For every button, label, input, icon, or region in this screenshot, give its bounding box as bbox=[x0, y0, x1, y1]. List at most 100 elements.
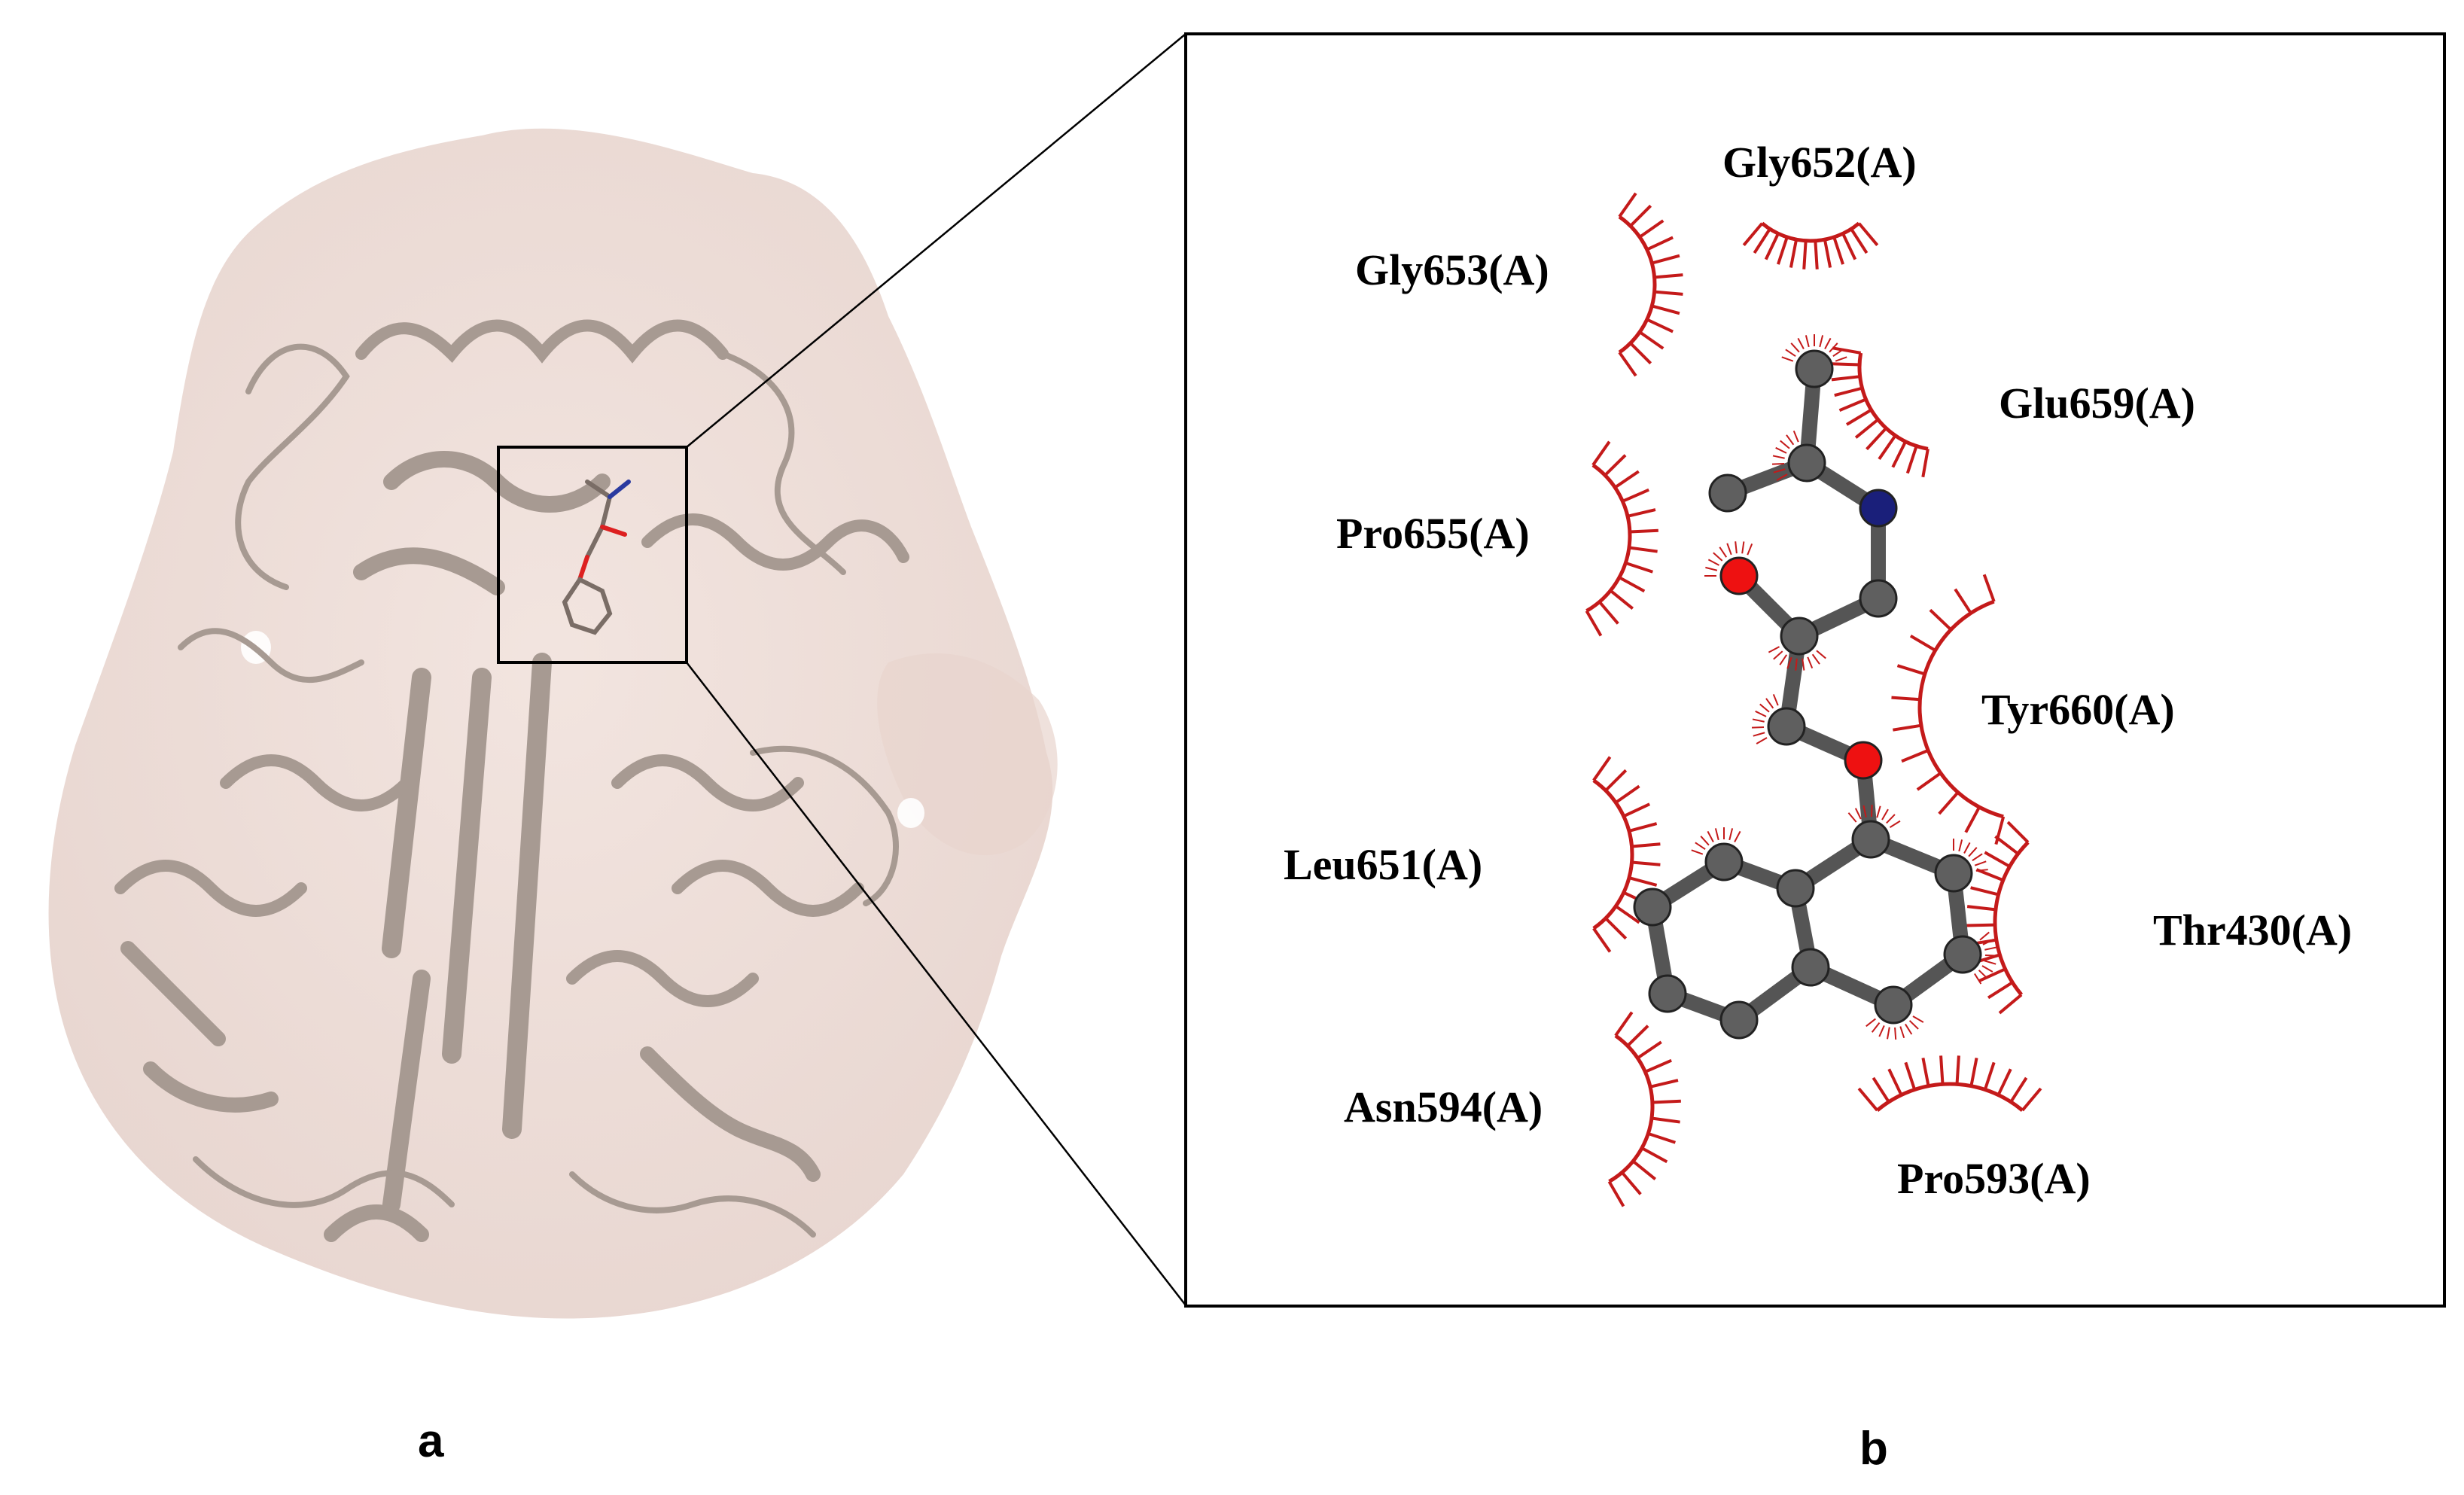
atom-contact-tick bbox=[1780, 440, 1790, 449]
protein-ribbons bbox=[114, 319, 909, 1242]
atom-contact-tick bbox=[1829, 343, 1838, 353]
atom-contact-tick bbox=[1795, 658, 1798, 671]
atom-contact-tick bbox=[1968, 847, 1978, 857]
carbon-atom bbox=[1776, 869, 1815, 908]
hydrophobic-arc-leu651 bbox=[1592, 756, 1661, 953]
oxygen-atom bbox=[1844, 741, 1883, 780]
atom-contact-tick bbox=[1889, 820, 1901, 828]
panel-label-a: a bbox=[418, 1415, 444, 1467]
atom-contact-tick bbox=[1984, 955, 1998, 957]
atom-contact-tick bbox=[1984, 946, 1997, 951]
carbon-atom bbox=[1780, 617, 1819, 656]
carbon-atom bbox=[1704, 842, 1744, 881]
atom-contact-tick bbox=[1792, 430, 1799, 443]
carbon-atom bbox=[1648, 974, 1687, 1013]
atom-contact-tick bbox=[1981, 965, 1993, 973]
atom-contact-tick bbox=[1785, 349, 1796, 358]
oxygen-atom bbox=[1719, 556, 1759, 595]
hydrophobic-arc-tyr660 bbox=[1891, 574, 2006, 845]
atom-contact-tick bbox=[1876, 805, 1881, 818]
carbon-atom bbox=[1874, 985, 1913, 1025]
atom-contact-tick bbox=[1802, 658, 1805, 671]
atom-contact-tick bbox=[1847, 812, 1857, 823]
atom-contact-tick bbox=[1866, 1018, 1876, 1028]
hydrophobic-arc-pro593 bbox=[1857, 1055, 2042, 1113]
atom-contact-tick bbox=[1958, 839, 1963, 852]
carbon-atom bbox=[1791, 948, 1830, 987]
hydrophobic-contacts bbox=[1585, 192, 2042, 1207]
atom-contact-tick bbox=[1755, 710, 1767, 717]
atom-contact-tick bbox=[1781, 356, 1794, 362]
ligand-atoms bbox=[1633, 349, 1982, 1040]
atom-contact-tick bbox=[1871, 1022, 1881, 1033]
atom-contact-tick bbox=[1790, 343, 1800, 353]
atom-contact-tick bbox=[1972, 853, 1983, 862]
atom-contact-tick bbox=[1982, 938, 1994, 945]
panel-label-b: b bbox=[1859, 1423, 1888, 1475]
hydrophobic-arc-pro655 bbox=[1585, 440, 1658, 637]
atom-contact-tick bbox=[1759, 703, 1770, 713]
atom-contact-tick bbox=[1978, 970, 1988, 979]
residue-label-tyr660: Tyr660(A) bbox=[1981, 685, 2175, 734]
atom-contact-tick bbox=[1752, 718, 1765, 723]
atom-contact-tick bbox=[1979, 931, 1990, 941]
atom-contact-tick bbox=[1695, 842, 1706, 851]
atom-contact-tick bbox=[1741, 541, 1745, 554]
atom-contact-tick bbox=[1975, 869, 1988, 872]
atom-contact-tick bbox=[1773, 468, 1786, 473]
atom-contact-tick bbox=[1707, 559, 1719, 566]
atom-contact-tick bbox=[1786, 434, 1795, 446]
carbon-atom bbox=[1787, 443, 1826, 483]
atom-contact-tick bbox=[1886, 814, 1896, 824]
atom-contact-tick bbox=[1728, 828, 1734, 841]
atom-contact-tick bbox=[1816, 650, 1826, 659]
atom-contact-tick bbox=[1700, 836, 1710, 846]
atom-contact-tick bbox=[1819, 335, 1824, 348]
atom-contact-tick bbox=[1747, 543, 1753, 556]
panel-b: Gly652(A) Gly653(A) Glu659(A) Pro655(A) … bbox=[1184, 32, 2446, 1308]
atom-contact-tick bbox=[1734, 830, 1741, 842]
atom-contact-tick bbox=[1894, 1027, 1897, 1040]
carbon-atom bbox=[1633, 888, 1672, 927]
atom-contact-tick bbox=[1775, 446, 1787, 454]
atom-contact-tick bbox=[1786, 656, 1792, 669]
atom-contact-tick bbox=[1963, 842, 1971, 854]
atom-contact-tick bbox=[1753, 732, 1765, 737]
residue-label-gly653: Gly653(A) bbox=[1355, 245, 1549, 294]
carbon-atom bbox=[1767, 707, 1806, 746]
residue-label-thr430: Thr430(A) bbox=[2153, 906, 2352, 955]
atom-contact-tick bbox=[1797, 337, 1805, 349]
residue-label-pro593: Pro593(A) bbox=[1897, 1154, 2091, 1203]
ligand-sticks bbox=[562, 480, 631, 635]
atom-contact-tick bbox=[1805, 335, 1810, 348]
atom-contact-tick bbox=[1807, 656, 1814, 669]
atom-contact-tick bbox=[1984, 960, 1996, 965]
atom-contact-tick bbox=[1691, 849, 1704, 855]
hydrophobic-arc-glu659 bbox=[1831, 346, 1929, 478]
atom-contact-tick bbox=[1779, 654, 1788, 665]
atom-contact-tick bbox=[1772, 693, 1779, 706]
atom-contact-tick bbox=[1881, 808, 1889, 821]
nitrogen-atom bbox=[1859, 489, 1898, 528]
surface-cavity bbox=[897, 798, 924, 828]
residue-label-asn594: Asn594(A) bbox=[1344, 1082, 1543, 1131]
atom-contact-tick bbox=[1878, 1025, 1885, 1037]
carbon-atom bbox=[1943, 935, 1982, 974]
atom-contact-tick bbox=[1756, 737, 1768, 744]
atom-contact-tick bbox=[1726, 543, 1732, 556]
atom-contact-tick bbox=[1912, 1015, 1924, 1023]
atom-contact-tick bbox=[1768, 646, 1780, 653]
carbon-atom bbox=[1851, 820, 1890, 859]
atom-contact-tick bbox=[1714, 828, 1719, 841]
atom-contact-tick bbox=[1824, 337, 1832, 349]
atom-contact-tick bbox=[1713, 552, 1723, 562]
atom-contact-tick bbox=[1707, 830, 1714, 842]
residue-label-pro655: Pro655(A) bbox=[1336, 509, 1530, 558]
hydrophobic-arc-gly652 bbox=[1742, 221, 1879, 269]
atom-contact-tick bbox=[1735, 541, 1738, 554]
hydrophobic-arc-gly653 bbox=[1618, 192, 1683, 377]
atom-contact-tick bbox=[1772, 455, 1785, 459]
carbon-atom bbox=[1859, 579, 1898, 618]
carbon-atom bbox=[1719, 1000, 1759, 1040]
atom-contact-tick bbox=[1908, 1020, 1919, 1030]
